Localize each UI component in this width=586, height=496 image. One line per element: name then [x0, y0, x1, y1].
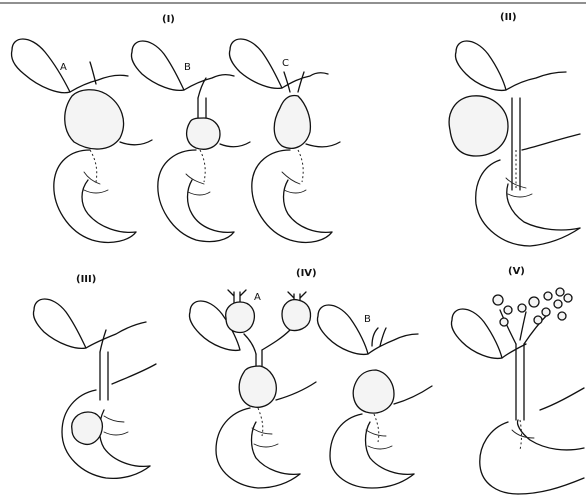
sublabel-1c: C: [282, 58, 289, 69]
sublabel-4b: B: [364, 314, 371, 325]
label-type-4: (IV): [296, 268, 317, 279]
drawing-type-5: [451, 288, 584, 494]
drawing-type-1a: [12, 39, 153, 242]
label-type-1: (I): [162, 14, 175, 25]
sublabel-1a: A: [60, 62, 67, 73]
sublabel-1b: B: [184, 62, 191, 73]
sublabel-4a: A: [254, 292, 261, 303]
label-type-5: (V): [508, 266, 525, 277]
drawing-type-4b: [317, 305, 432, 488]
label-type-3: (III): [76, 274, 96, 285]
label-type-2: (II): [500, 12, 517, 23]
drawing-type-2: [449, 41, 580, 246]
drawing-type-4a: [189, 290, 316, 488]
drawing-type-1c: [229, 39, 340, 242]
drawing-type-3: [33, 299, 156, 478]
